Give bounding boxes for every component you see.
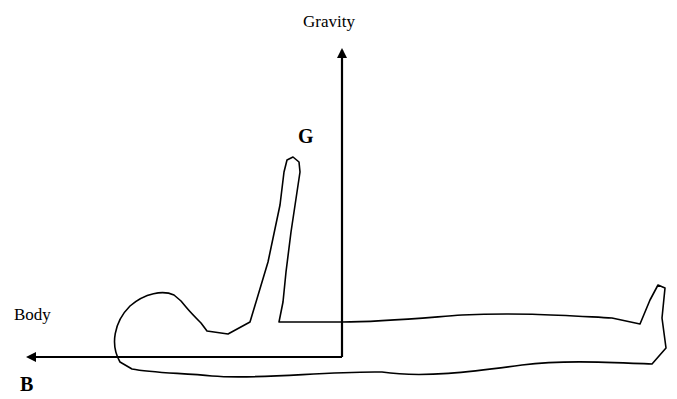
axis-name: Gravity (303, 13, 355, 30)
axis-symbol: G (298, 126, 314, 146)
human-figure (115, 157, 666, 377)
body-arrow (28, 356, 342, 358)
gravity-arrow (341, 50, 343, 357)
axis-symbol: B (20, 374, 33, 394)
axis-name: Body (14, 306, 51, 323)
